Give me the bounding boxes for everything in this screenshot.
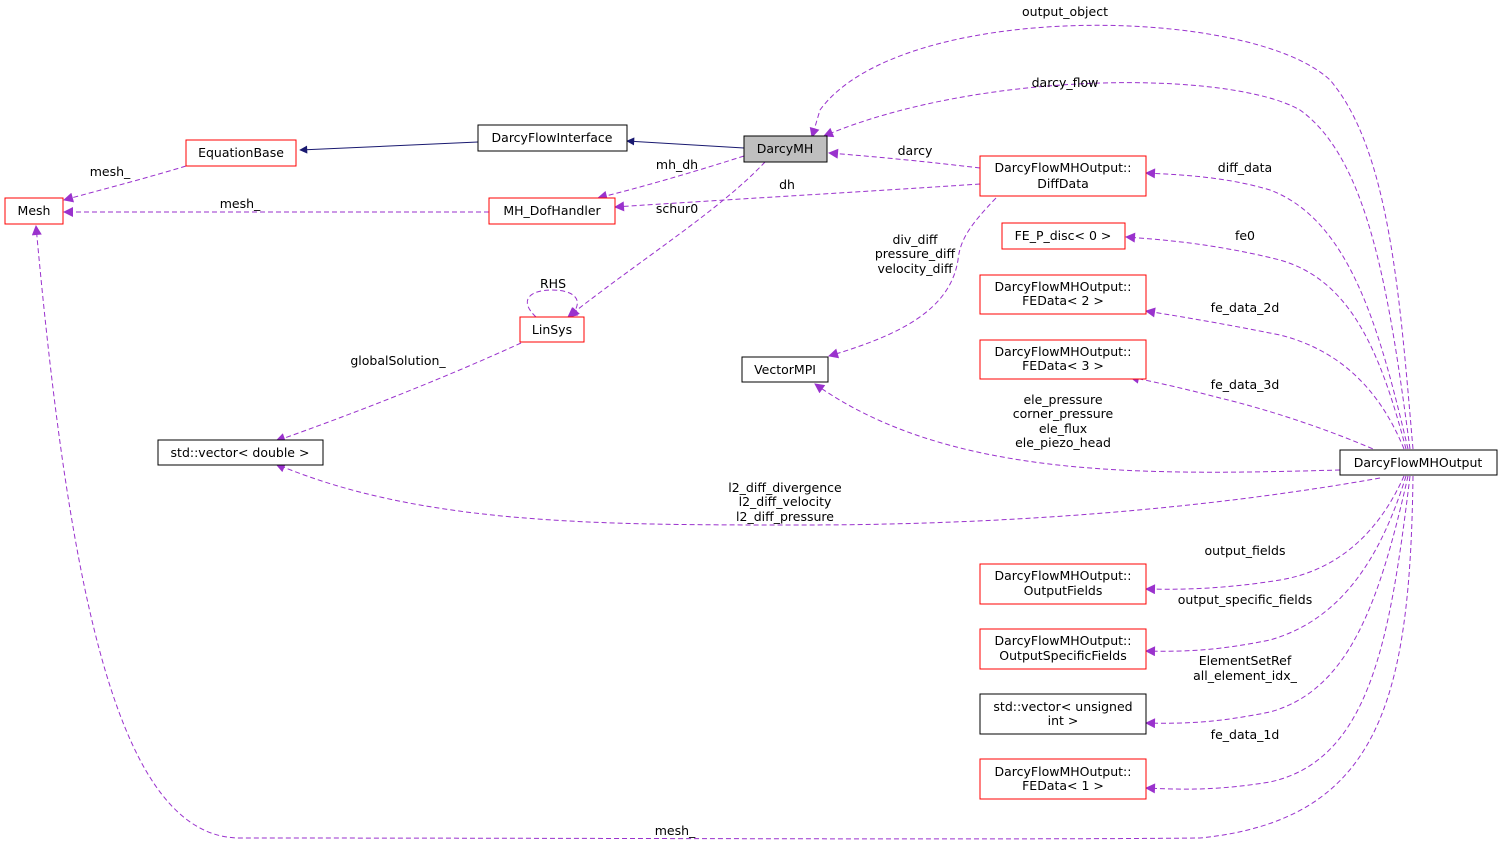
node-label-mesh: Mesh [18, 203, 51, 218]
node-fe-data-2[interactable]: DarcyFlowMHOutput:: FEData< 2 > [979, 274, 1147, 315]
node-label-darcy-mh: DarcyMH [757, 141, 814, 156]
edge-label-mesh-bottom: mesh_ [655, 823, 696, 838]
edge-output-darcymh-flow [823, 82, 1411, 450]
node-label-fe-data-3-line2: FEData< 3 > [1022, 358, 1104, 373]
node-label-diff-data-line2: DiffData [1037, 176, 1089, 191]
node-mh-dof-handler[interactable]: MH_DofHandler [488, 197, 616, 225]
edge-label-pressure-diff: pressure_diff [875, 246, 956, 261]
edge-label-all-element-idx: all_element_idx_ [1193, 668, 1297, 683]
edge-label-mesh-dofhandler: mesh_ [220, 196, 261, 211]
node-std-vector-unsigned[interactable]: std::vector< unsigned int > [979, 693, 1147, 735]
edge-label-schur0: schur0 [656, 201, 698, 216]
node-label-darcy-flow-mh-output: DarcyFlowMHOutput [1354, 455, 1483, 470]
node-label-std-vector-unsigned-line1: std::vector< unsigned [993, 699, 1132, 714]
node-label-mh-dof-handler: MH_DofHandler [503, 203, 601, 218]
edge-diffdata-vectormpi [828, 197, 997, 359]
edge-output-fedata1 [1145, 475, 1411, 794]
node-fe-data-1[interactable]: DarcyFlowMHOutput:: FEData< 1 > [979, 758, 1147, 800]
edge-darcymh-linsys [567, 161, 766, 318]
node-fe-p-disc[interactable]: FE_P_disc< 0 > [1001, 222, 1126, 250]
edge-output-fedata3 [1129, 373, 1381, 453]
edge-label-element-set-ref: ElementSetRef [1199, 653, 1292, 668]
node-label-fe-data-1-line2: FEData< 1 > [1022, 778, 1104, 793]
node-std-vector-double[interactable]: std::vector< double > [157, 439, 324, 466]
node-vector-mpi[interactable]: VectorMPI [741, 356, 829, 383]
nodes: EquationBase DarcyFlowInterface DarcyMH … [4, 124, 1498, 800]
node-label-fe-p-disc: FE_P_disc< 0 > [1015, 228, 1112, 243]
edge-output-fedata2 [1145, 307, 1405, 450]
edge-linsys-vector [275, 342, 522, 443]
edge-output-darcymh-object [809, 24, 1414, 450]
edge-label-output-specific-fields: output_specific_fields [1178, 592, 1312, 607]
edge-label-div-diff: div_diff [892, 232, 937, 247]
node-output-specific-fields[interactable]: DarcyFlowMHOutput:: OutputSpecificFields [979, 628, 1147, 670]
node-label-vector-mpi: VectorMPI [754, 362, 816, 377]
node-label-fe-data-2-line1: DarcyFlowMHOutput:: [995, 279, 1132, 294]
node-fe-data-3[interactable]: DarcyFlowMHOutput:: FEData< 3 > [979, 339, 1147, 380]
edge-label-corner-pressure: corner_pressure [1013, 406, 1114, 421]
edge-label-darcy: darcy [898, 143, 933, 158]
edge-label-diff-data: diff_data [1218, 160, 1272, 175]
edge-label-output-object: output_object [1022, 4, 1108, 19]
edge-label-mesh-equationbase: mesh_ [90, 164, 131, 179]
edge-label-velocity-diff: velocity_diff [877, 261, 953, 276]
node-label-lin-sys: LinSys [532, 322, 572, 337]
edge-label-l2-diff-pressure: l2_diff_pressure [736, 509, 834, 524]
node-label-std-vector-unsigned-line2: int > [1048, 713, 1079, 728]
node-label-output-specific-fields-line1: DarcyFlowMHOutput:: [995, 633, 1132, 648]
edge-output-stdvector [275, 462, 1381, 526]
edge-darcymh-dofhandler [597, 155, 745, 201]
node-darcy-flow-interface[interactable]: DarcyFlowInterface [477, 124, 628, 152]
node-label-equation-base: EquationBase [198, 145, 284, 160]
edge-diffdata-dofhandler [614, 183, 981, 212]
node-lin-sys[interactable]: LinSys [519, 316, 585, 343]
edges [31, 24, 1414, 840]
edge-label-l2-diff-velocity: l2_diff_velocity [739, 494, 832, 509]
edge-label-ele-piezo-head: ele_piezo_head [1015, 435, 1111, 450]
edge-label-dh: dh [779, 177, 795, 192]
edge-darcymh-to-interface [626, 137, 745, 149]
edge-output-specificfields [1145, 475, 1407, 657]
edge-label-l2-diff-divergence: l2_diff_divergence [728, 480, 842, 495]
edge-label-darcy-flow: darcy_flow [1032, 75, 1099, 90]
node-label-darcy-flow-interface: DarcyFlowInterface [492, 130, 613, 145]
edge-diffdata-darcymh [828, 148, 981, 169]
node-label-fe-data-3-line1: DarcyFlowMHOutput:: [995, 344, 1132, 359]
edge-label-global-solution: globalSolution_ [350, 353, 446, 368]
edge-label-fe0: fe0 [1235, 228, 1255, 243]
edge-output-diffdata [1145, 168, 1409, 450]
edge-interface-to-equationbase [299, 141, 479, 154]
edge-label-output-fields: output_fields [1205, 543, 1286, 558]
edge-output-vectorunsigned [1145, 475, 1409, 729]
edge-equationbase-mesh [63, 165, 187, 203]
edge-linsys-self [526, 289, 580, 318]
edge-label-ele-flux: ele_flux [1039, 421, 1087, 436]
edge-output-outputfields [1145, 475, 1405, 595]
node-darcy-flow-mh-output[interactable]: DarcyFlowMHOutput [1339, 449, 1498, 476]
edge-output-vectormpi [814, 383, 1341, 473]
edge-output-mesh [31, 225, 1414, 840]
node-diff-data[interactable]: DarcyFlowMHOutput:: DiffData [979, 155, 1147, 197]
node-label-output-fields-line1: DarcyFlowMHOutput:: [995, 568, 1132, 583]
edge-label-fe-data-1d: fe_data_1d [1211, 727, 1280, 742]
node-label-fe-data-1-line1: DarcyFlowMHOutput:: [995, 764, 1132, 779]
edge-labels: output_object darcy_flow darcy mesh_ mh_… [90, 4, 1313, 838]
node-label-output-fields-line2: OutputFields [1024, 583, 1103, 598]
node-label-diff-data-line1: DarcyFlowMHOutput:: [995, 160, 1132, 175]
edge-label-mh-dh: mh_dh [656, 157, 698, 172]
node-equation-base[interactable]: EquationBase [185, 139, 297, 167]
edge-label-rhs: RHS [540, 276, 566, 291]
node-mesh[interactable]: Mesh [4, 197, 64, 225]
node-label-fe-data-2-line2: FEData< 2 > [1022, 293, 1104, 308]
node-label-output-specific-fields-line2: OutputSpecificFields [999, 648, 1126, 663]
edge-label-ele-pressure: ele_pressure [1023, 392, 1102, 407]
node-darcy-mh[interactable]: DarcyMH [743, 135, 828, 163]
node-label-std-vector-double: std::vector< double > [171, 445, 310, 460]
edge-label-fe-data-3d: fe_data_3d [1211, 377, 1280, 392]
edge-output-fepdisc [1125, 232, 1407, 450]
edge-label-fe-data-2d: fe_data_2d [1211, 300, 1280, 315]
node-output-fields[interactable]: DarcyFlowMHOutput:: OutputFields [979, 563, 1147, 605]
